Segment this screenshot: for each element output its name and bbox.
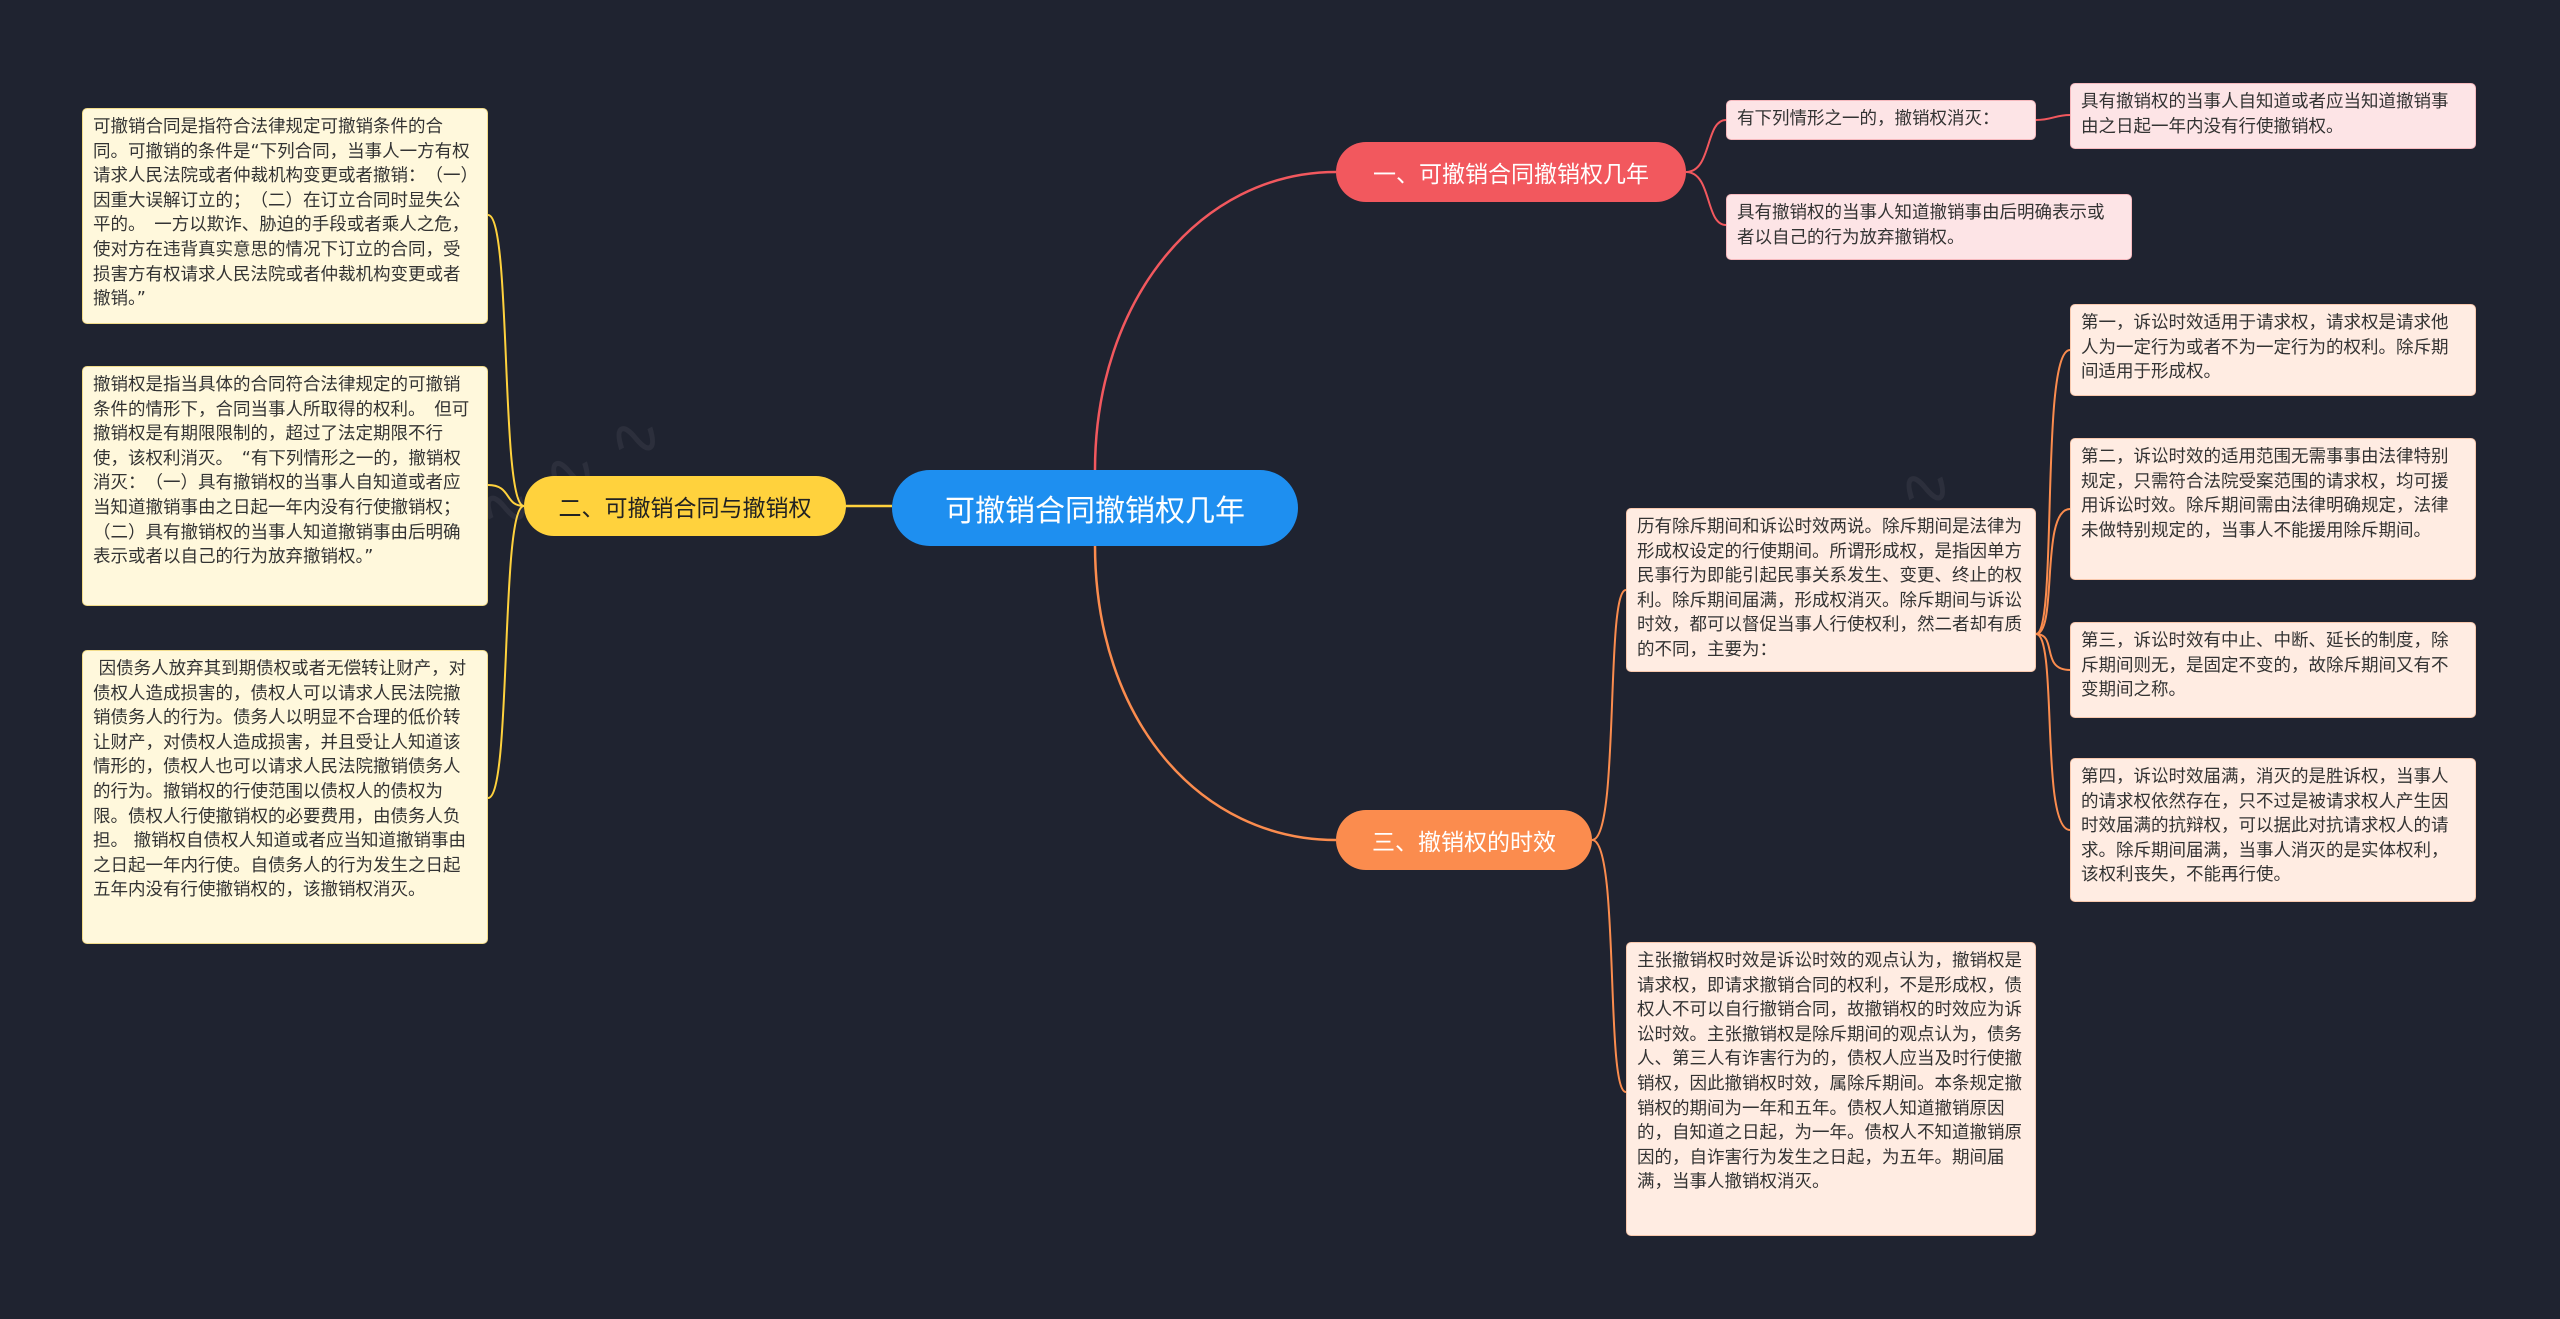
branch-2-leaf-1[interactable]: 可撤销合同是指符合法律规定可撤销条件的合同。可撤销的条件是“下列合同，当事人一方…	[82, 108, 488, 324]
link-b1-leaf1	[1685, 119, 1727, 173]
branch-2-topic[interactable]: 二、可撤销合同与撤销权	[524, 476, 846, 536]
link-b3l1-sub3	[2035, 633, 2071, 671]
link-b3l1-sub4	[2035, 633, 2071, 831]
branch-2-leaf-2[interactable]: 撤销权是指当具体的合同符合法律规定的可撤销条件的情形下，合同当事人所取得的权利。…	[82, 366, 488, 606]
branch-2-leaf-3[interactable]: 因债务人放弃其到期债权或者无偿转让财产，对债权人造成损害的，债权人可以请求人民法…	[82, 650, 488, 944]
link-b2-leaf3	[487, 505, 525, 799]
branch-3-sub-4[interactable]: 第四，诉讼时效届满，消灭的是胜诉权，当事人的请求权依然存在，只不过是被请求权人产…	[2070, 758, 2476, 902]
link-root-branch3	[1093, 544, 1337, 842]
link-b2-leaf1	[487, 214, 525, 507]
link-b3-leaf2	[1591, 839, 1627, 1093]
link-root-branch1	[1093, 170, 1337, 471]
branch-3-leaf-1[interactable]: 历有除斥期间和诉讼时效两说。除斥期间是法律为形成权设定的行使期间。所谓形成权，是…	[1626, 508, 2036, 672]
branch-3-leaf-2[interactable]: 主张撤销权时效是诉讼时效的观点认为，撤销权是请求权，即请求撤销合同的权利，不是形…	[1626, 942, 2036, 1236]
link-b3-leaf1	[1591, 589, 1627, 841]
branch-3-topic[interactable]: 三、撤销权的时效	[1336, 810, 1592, 870]
branch-3-sub-3[interactable]: 第三，诉讼时效有中止、中断、延长的制度，除斥期间则无，是固定不变的，故除斥期间又…	[2070, 622, 2476, 718]
branch-3-sub-2[interactable]: 第二，诉讼时效的适用范围无需事事由法律特别规定，只需符合法院受案范围的请求权，均…	[2070, 438, 2476, 580]
link-b2-leaf2	[487, 484, 525, 507]
branch-3-sub-1[interactable]: 第一，诉讼时效适用于请求权，请求权是请求他人为一定行为或者不为一定行为的权利。除…	[2070, 304, 2476, 396]
root-topic[interactable]: 可撤销合同撤销权几年	[892, 470, 1298, 546]
link-b3l1-sub1	[2035, 349, 2071, 635]
branch-1-topic[interactable]: 一、可撤销合同撤销权几年	[1336, 142, 1686, 202]
link-b1leaf1-sub	[2035, 114, 2071, 121]
branch-1-leaf-2[interactable]: 具有撤销权的当事人知道撤销事由后明确表示或者以自己的行为放弃撤销权。	[1726, 194, 2132, 260]
branch-1-leaf-1[interactable]: 有下列情形之一的，撤销权消灭：	[1726, 100, 2036, 140]
branch-1-leaf-1-sub[interactable]: 具有撤销权的当事人自知道或者应当知道撤销事由之日起一年内没有行使撤销权。	[2070, 83, 2476, 149]
link-b3l1-sub2	[2035, 508, 2071, 635]
link-b1-leaf2	[1685, 171, 1727, 226]
